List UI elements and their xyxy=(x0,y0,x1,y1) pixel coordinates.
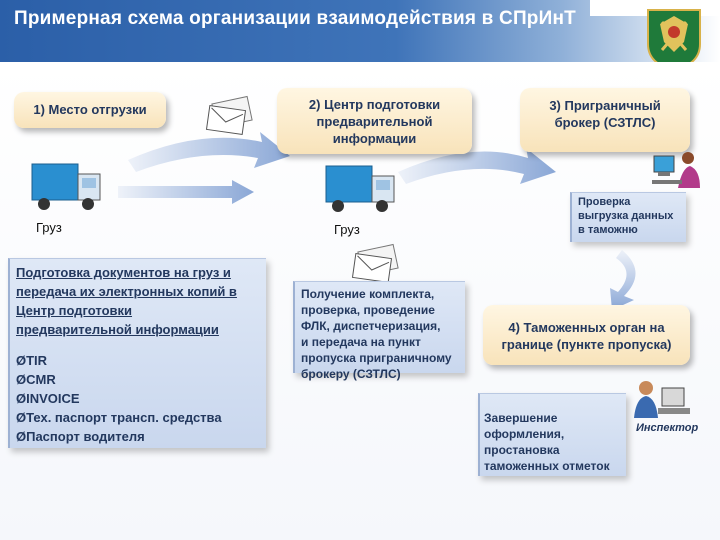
processing-line: Получение комплекта, xyxy=(301,287,435,301)
processing-line: проверка, проведение xyxy=(301,303,435,317)
completion-line: простановка xyxy=(484,443,560,457)
node-3-line-1: 3) Приграничный xyxy=(549,98,661,113)
node-3-line-2: брокер (СЗТЛС) xyxy=(554,115,656,130)
node-2-line-2: предварительной xyxy=(316,114,433,129)
completion-line: Завершение xyxy=(484,411,558,425)
documents-desc-line-4: предварительной информации xyxy=(16,322,219,337)
documents-desc-line-1: Подготовка документов на груз и xyxy=(16,265,231,280)
arrow-cargo xyxy=(118,180,254,204)
completion-line: таможенных отметок xyxy=(484,459,610,473)
document-item: ØCMR xyxy=(16,372,56,387)
processing-line: ФЛК, диспетчеризация, xyxy=(301,319,441,333)
node-info-center: 2) Центр подготовки предварительной инфо… xyxy=(277,88,472,154)
truck-icon xyxy=(31,163,101,210)
processing-line: брокеру (СЗТЛС) xyxy=(301,367,401,381)
documents-desc-line-2: передача их электронных копий в xyxy=(16,284,237,299)
data-check-panel: Проверка выгрузка данных в таможню xyxy=(570,192,686,242)
arrow-1-to-2 xyxy=(128,132,290,172)
document-item: ØТех. паспорт трансп. средства xyxy=(16,410,222,425)
data-check-line: выгрузка данных xyxy=(578,210,674,222)
node-2-line-3: информации xyxy=(332,131,417,146)
node-4-line-2: границе (пункте пропуска) xyxy=(501,337,672,352)
node-customs-border: 4) Таможенных орган на границе (пункте п… xyxy=(483,305,690,365)
document-item: ØПаспорт водителя xyxy=(16,429,145,444)
truck-icon xyxy=(325,165,395,212)
node-border-broker: 3) Приграничный брокер (СЗТЛС) xyxy=(520,88,690,152)
processing-panel: Получение комплекта, проверка, проведени… xyxy=(293,281,465,381)
documents-desc-line-3: Центр подготовки xyxy=(16,303,133,318)
cargo-label-left: Груз xyxy=(36,220,62,235)
processing-line: пропуска приграничному xyxy=(301,351,452,365)
inspector-computer-icon xyxy=(634,381,690,418)
header-bar: Примерная схема организации взаимодейств… xyxy=(0,0,720,72)
completion-panel: Завершение оформления, простановка тамож… xyxy=(478,393,626,476)
data-check-line: в таможню xyxy=(578,224,638,236)
document-item: ØINVOICE xyxy=(16,391,80,406)
envelope-icon xyxy=(205,95,253,135)
page-title: Примерная схема организации взаимодейств… xyxy=(14,8,576,29)
data-check-line: Проверка xyxy=(578,196,631,208)
arrow-right-vertical xyxy=(610,250,636,310)
node-2-line-1: 2) Центр подготовки xyxy=(308,97,441,112)
processing-line: и передача на пункт xyxy=(301,335,421,349)
node-1-label: 1) Место отгрузки xyxy=(33,102,147,117)
customs-emblem-icon xyxy=(647,9,701,72)
arrow-2-to-3 xyxy=(398,148,556,184)
documents-panel: Подготовка документов на груз и передача… xyxy=(8,258,266,448)
broker-computer-icon xyxy=(652,152,700,188)
envelope-icon xyxy=(351,243,399,283)
document-item: ØTIR xyxy=(16,353,48,368)
completion-line: оформления, xyxy=(484,427,565,441)
node-shipment-place: 1) Место отгрузки xyxy=(14,92,166,128)
inspector-label: Инспектор xyxy=(636,422,699,434)
node-4-line-1: 4) Таможенных орган на xyxy=(508,320,665,335)
cargo-label-middle: Груз xyxy=(334,222,360,237)
